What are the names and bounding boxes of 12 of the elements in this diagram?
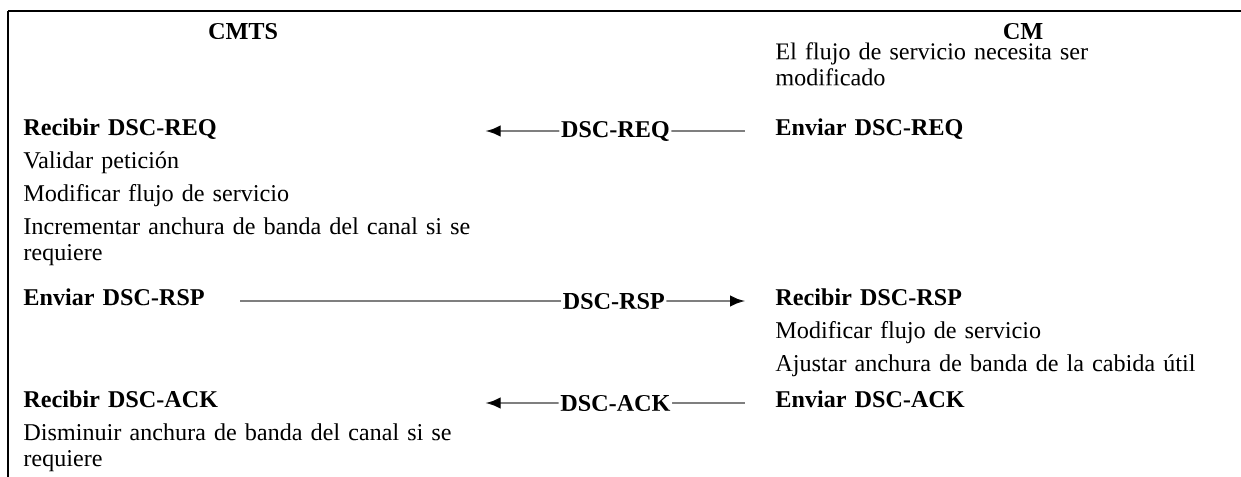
step-text: Recibir DSC-RSP Modificar flujo de servicio Ajustar anchura de banda de la cabida útil: [775, 288, 1195, 377]
step-text: Enviar DSC-REQ: [775, 118, 963, 139]
note-text: El flujo de servicio necesita ser modificado: [775, 42, 1088, 86]
column-heading: CMTS: [209, 22, 277, 40]
edge-label: DSC-REQ: [559, 119, 672, 143]
column-heading: CM: [1004, 22, 1043, 40]
step-text: Enviar DSC-RSP: [23, 288, 204, 306]
step-text: Recibir DSC-ACK Disminuir anchura de banda del canal si se requiere: [23, 390, 451, 472]
step-text: Enviar DSC-ACK: [775, 390, 965, 408]
edge-label: DSC-ACK: [558, 393, 673, 413]
edge-label: DSC-RSP: [561, 291, 667, 311]
step-text: Recibir DSC-REQ Validar petición Modificar flujo de servicio Incrementar anchura de banda del canal si se requiere: [23, 118, 470, 266]
